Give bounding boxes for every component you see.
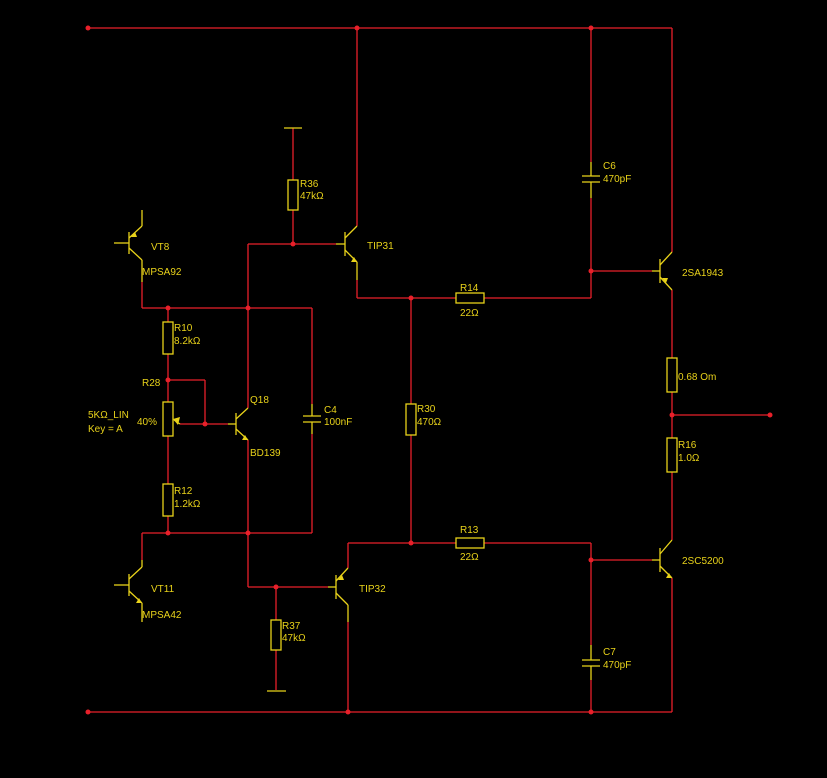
r16-value-label: 1.0Ω (678, 453, 700, 464)
junction-dot (85, 709, 91, 715)
c6-value-label: 470pF (603, 174, 631, 185)
junction-dot (588, 268, 594, 274)
r10-ref-label: R10 (174, 323, 193, 334)
r30-value-label: 470Ω (417, 417, 442, 428)
output-terminal (767, 412, 773, 418)
transistor-vt11 (114, 560, 143, 622)
junction-dot (588, 25, 594, 31)
r30-ref-label: R30 (417, 404, 436, 415)
r14-ref-label: R14 (460, 283, 479, 294)
r14-value-label: 22Ω (460, 308, 479, 319)
junction-dot (669, 412, 675, 418)
r13-value-label: 22Ω (460, 552, 479, 563)
r16-ref-label: R16 (678, 440, 697, 451)
r12-ref-label: R12 (174, 486, 193, 497)
r28-key-label: Key = A (88, 424, 123, 435)
transistor-tip31 (336, 225, 358, 280)
resistor-r14 (455, 292, 485, 304)
transistor-q18 (228, 407, 249, 441)
vt11-ref-label: VT11 (151, 584, 175, 595)
junction-dot (290, 241, 296, 247)
c7-value-label: 470pF (603, 660, 631, 671)
resistor-r30 (405, 403, 417, 436)
q-top-label: 2SA1943 (682, 268, 724, 279)
junction-dot (588, 709, 594, 715)
transistor-vt8 (114, 210, 143, 282)
resistor-r16 (666, 437, 678, 473)
junction-dot (165, 530, 171, 536)
junction-dot (273, 584, 279, 590)
c7-ref-label: C7 (603, 647, 616, 658)
vt11-value-label: MPSA42 (142, 610, 182, 621)
vt8-ref-label: VT8 (151, 242, 170, 253)
capacitor-c7 (582, 645, 600, 680)
resistor-r37 (270, 619, 282, 651)
c6-ref-label: C6 (603, 161, 616, 172)
junctions (85, 25, 773, 715)
c4-ref-label: C4 (324, 405, 337, 416)
wires (88, 27, 770, 713)
transistor-2sc5200 (652, 539, 673, 579)
junction-dot (245, 305, 251, 311)
resistor-r12 (162, 483, 174, 517)
junction-dot (408, 295, 414, 301)
re-top-value-label: 0.68 Om (678, 372, 716, 383)
resistor-r13 (455, 537, 485, 549)
capacitor-c4 (303, 404, 321, 434)
junction-dot (165, 305, 171, 311)
junction-dot (354, 25, 360, 31)
junction-dot (85, 25, 91, 31)
r13-ref-label: R13 (460, 525, 479, 536)
r12-value-label: 1.2kΩ (174, 499, 201, 510)
transistor-tip32 (328, 567, 349, 622)
r36-value-label: 47kΩ (300, 191, 324, 202)
capacitor-c6 (582, 162, 600, 198)
tip32-label: TIP32 (359, 584, 386, 595)
resistor-r36 (287, 179, 299, 211)
r37-ref-label: R37 (282, 621, 301, 632)
vt8-value-label: MPSA92 (142, 267, 182, 278)
resistor-r10 (162, 321, 174, 355)
r28-value-label: 5KΩ_LIN (88, 410, 129, 421)
potentiometer-r28 (162, 401, 181, 437)
q18-ref-label: Q18 (250, 395, 269, 406)
r28-percent-label: 40% (137, 417, 157, 428)
transistor-2sa1943 (652, 251, 673, 291)
q-bot-label: 2SC5200 (682, 556, 724, 567)
r36-ref-label: R36 (300, 179, 319, 190)
r28-ref-label: R28 (142, 378, 161, 389)
q18-value-label: BD139 (250, 448, 281, 459)
tip31-label: TIP31 (367, 241, 394, 252)
junction-dot (245, 530, 251, 536)
c4-value-label: 100nF (324, 417, 352, 428)
junction-dot (408, 540, 414, 546)
r10-value-label: 8.2kΩ (174, 336, 201, 347)
junction-dot (345, 709, 351, 715)
junction-dot (588, 557, 594, 563)
junction-dot (202, 421, 208, 427)
r37-value-label: 47kΩ (282, 633, 306, 644)
resistor-emitter-top (666, 357, 678, 393)
junction-dot (165, 377, 171, 383)
